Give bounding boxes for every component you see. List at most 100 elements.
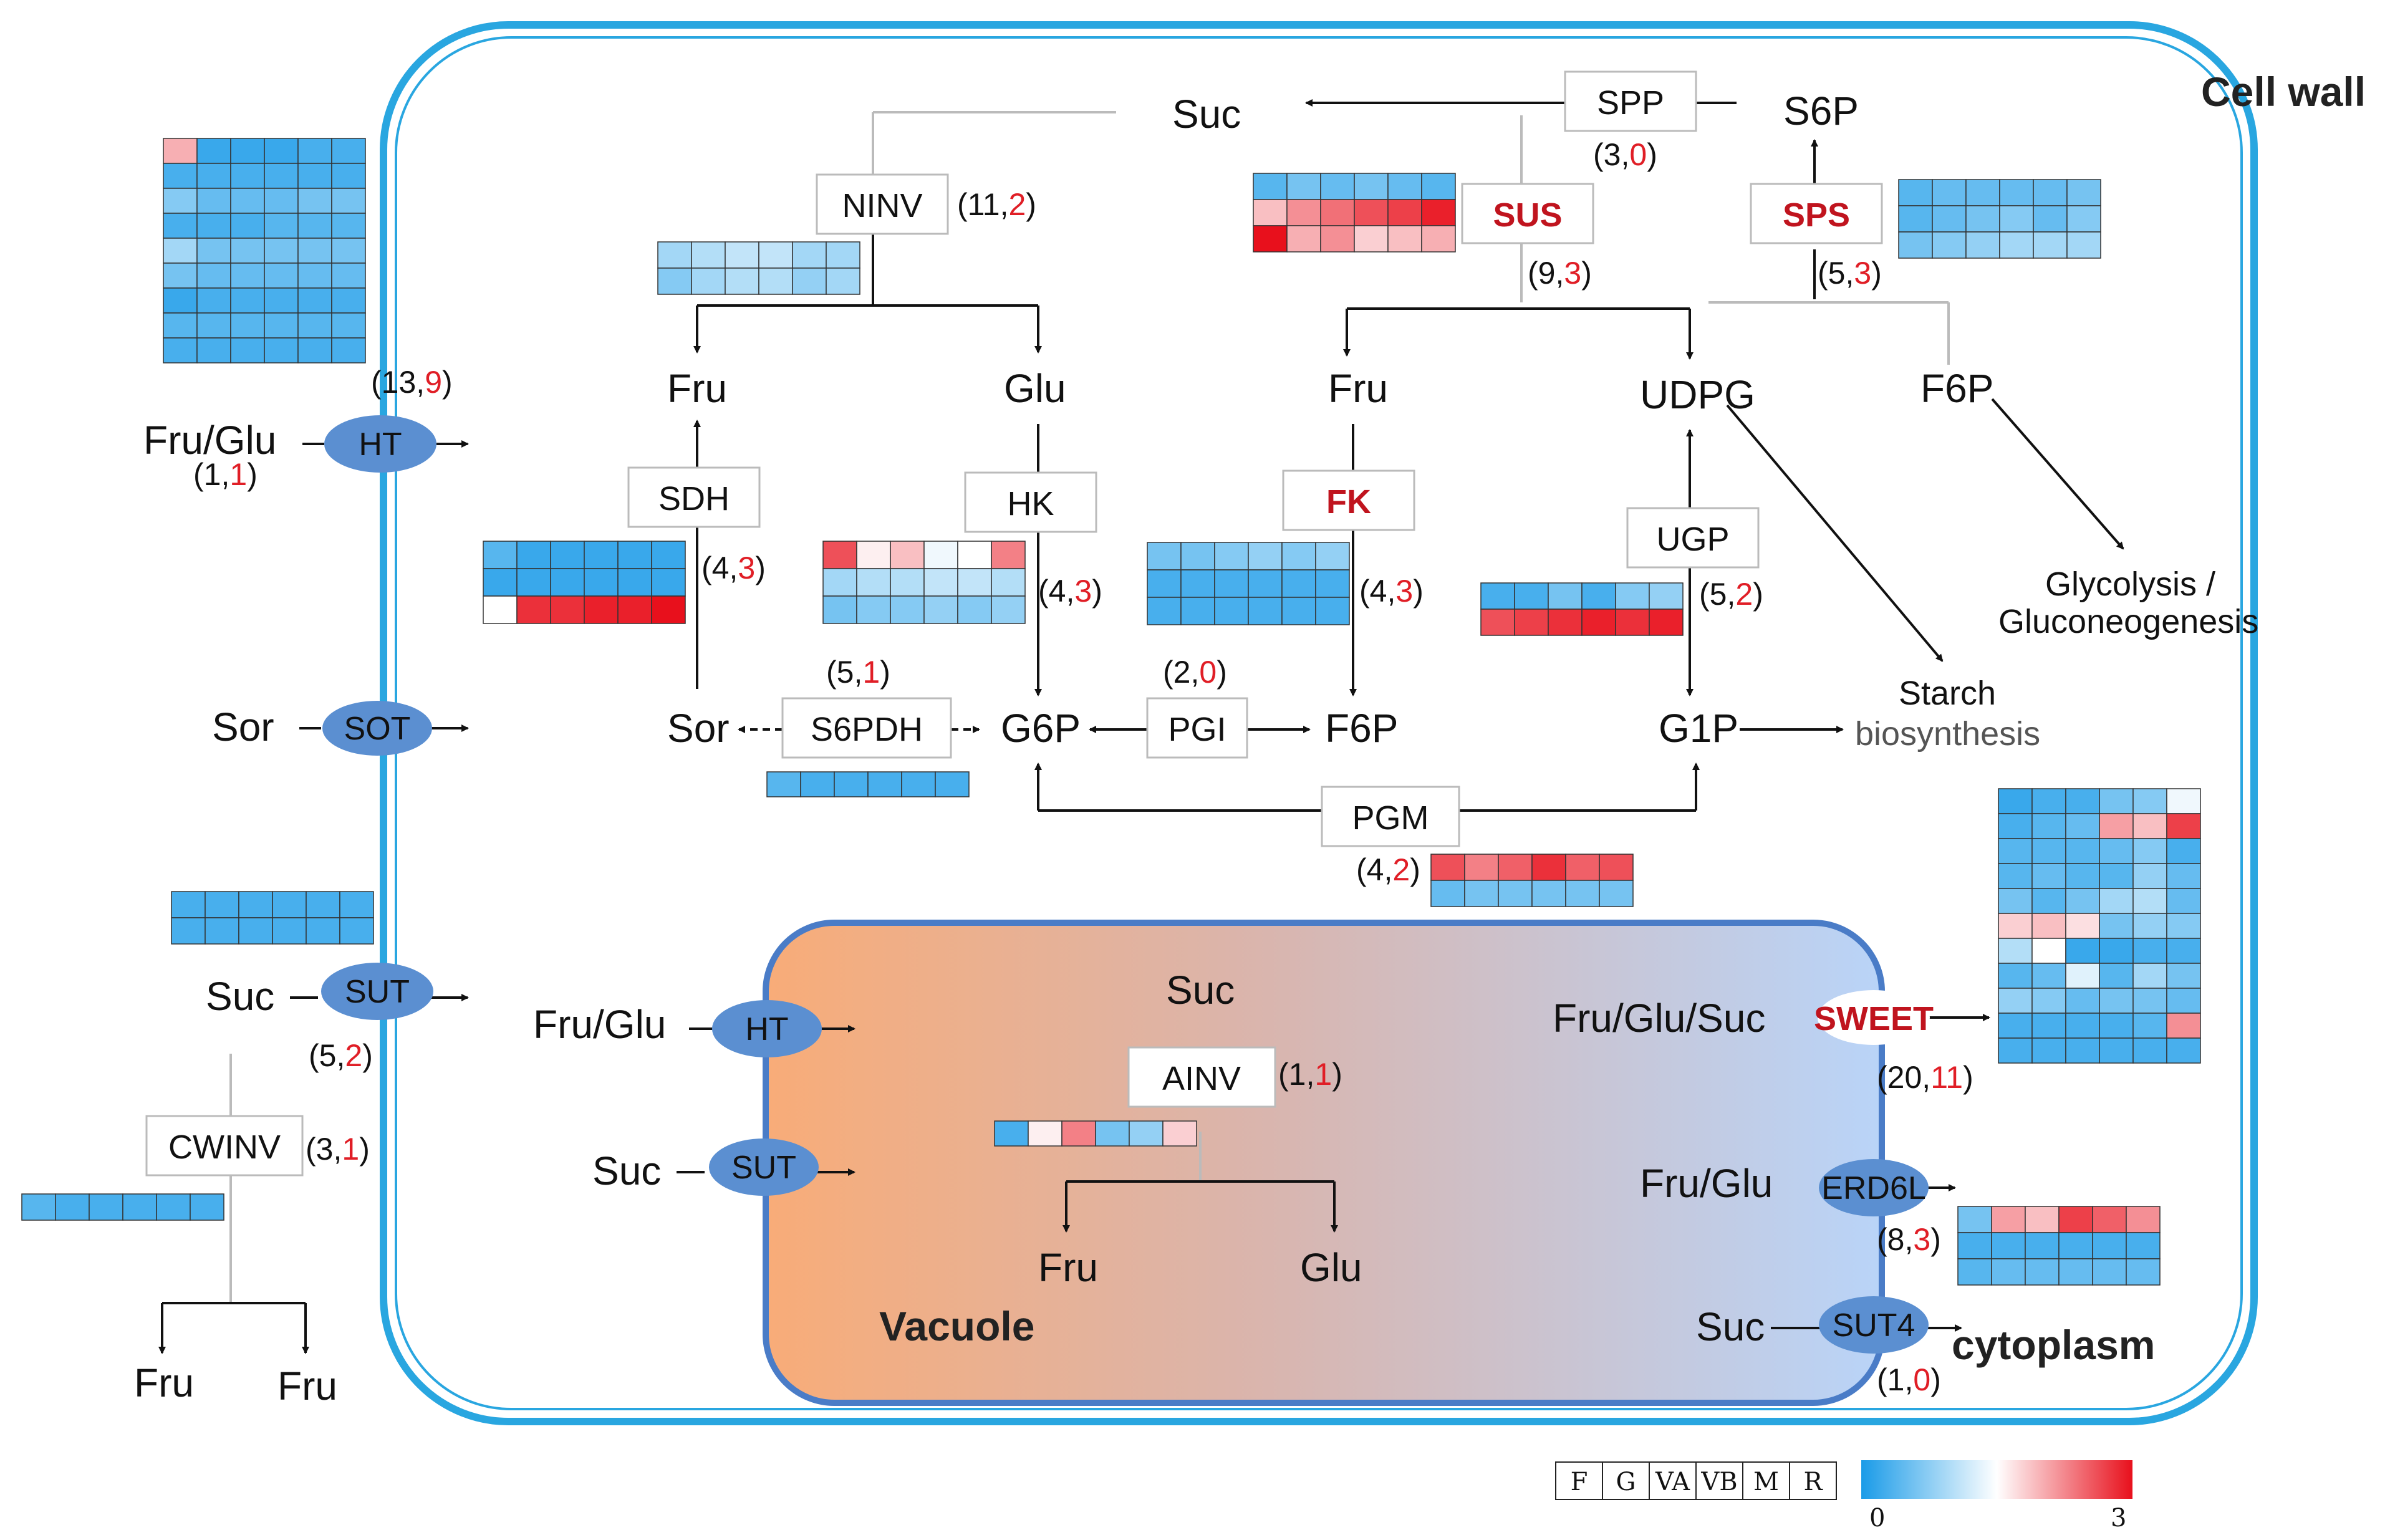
heatmap-cell: [2166, 1013, 2201, 1039]
vacuole-label: Vacuole: [879, 1303, 1034, 1349]
heatmap-cell: [238, 891, 273, 918]
heatmap-cell: [792, 267, 827, 295]
heatmap-cell: [516, 595, 551, 624]
heatmap-cell: [1999, 231, 2034, 259]
heatmap-cell: [1248, 569, 1283, 598]
heatmap-cell: [1320, 173, 1355, 200]
heatmap-cell: [2166, 788, 2201, 814]
heatmap-cell: [2065, 1013, 2100, 1039]
heatmap-cell: [1957, 1258, 1992, 1286]
heatmap-cell: [1315, 542, 1350, 570]
svg-text:HT: HT: [745, 1011, 788, 1047]
heatmap-cell: [617, 541, 652, 569]
metabolite-fru-ninv: Fru: [667, 366, 727, 411]
heatmap-cell: [331, 287, 366, 314]
heatmap-cell: [1214, 542, 1249, 570]
enzyme-sdh: SDH: [627, 466, 761, 528]
heatmap-cell: [1548, 582, 1583, 610]
legend-tissue-box: [1789, 1461, 1837, 1500]
heatmap-cell: [196, 238, 231, 264]
heatmap-cell: [1991, 1258, 2026, 1286]
heatmap-cell: [584, 595, 619, 624]
heatmap-cell: [890, 595, 925, 624]
heatmap-cell: [2031, 1037, 2066, 1064]
metabolite-fruglu-erd: Fru/Glu: [1640, 1161, 1773, 1206]
heatmap-cell: [297, 262, 332, 289]
heatmap-cell: [2132, 963, 2167, 989]
heatmap-cell: [2065, 988, 2100, 1014]
heatmap-cell: [483, 541, 518, 569]
heatmap-cell: [196, 262, 231, 289]
metabolite-fruglusuc: Fru/Glu/Suc: [1553, 996, 1765, 1041]
glycolysis-label: Glycolysis /: [2045, 565, 2215, 603]
heatmap-cell: [2065, 888, 2100, 914]
starch-label: Starch: [1899, 675, 1996, 712]
heatmap-cell: [483, 568, 518, 597]
transporter-sut4: SUT4: [1819, 1296, 1929, 1354]
heatmap-cell: [2132, 938, 2167, 964]
heatmap-cell: [1599, 880, 1634, 907]
heatmap-cell: [2132, 863, 2167, 889]
heatmap-ugp: [1480, 582, 1684, 636]
heatmap-cell: [792, 241, 827, 269]
heatmap-cell: [1320, 199, 1355, 226]
heatmap-cell: [1162, 1120, 1197, 1147]
heatmap-cell: [2092, 1206, 2127, 1233]
legend-tissue-label: G: [1616, 1468, 1636, 1496]
heatmap-cell: [584, 568, 619, 597]
heatmap-cell: [1480, 609, 1515, 636]
count-ht-cw: (1,1): [193, 457, 258, 492]
count-ugp: (5,2): [1699, 577, 1763, 612]
heatmap-cell: [238, 917, 273, 945]
legend-max: 3: [2111, 1504, 2126, 1533]
heatmap-cell: [1531, 854, 1566, 881]
metabolite-fruglu-cw: Fru/Glu: [143, 418, 276, 463]
transporter-ht-cw: HT: [324, 415, 436, 473]
heatmap-cell: [1320, 225, 1355, 253]
heatmap-cell: [2025, 1232, 2060, 1259]
legend-min: 0: [1869, 1504, 1885, 1533]
heatmap-cell: [691, 267, 726, 295]
svg-text:SUT4: SUT4: [1833, 1307, 1915, 1344]
svg-text:SOT: SOT: [344, 711, 411, 747]
heatmap-cell: [1315, 569, 1350, 598]
heatmap-cell: [617, 568, 652, 597]
heatmap-erd6l: [1957, 1206, 2161, 1286]
heatmap-cell: [1464, 854, 1499, 881]
heatmap-cell: [1999, 205, 2034, 233]
heatmap-cell: [205, 917, 239, 945]
heatmap-cell: [163, 188, 198, 214]
heatmap-cell: [1615, 582, 1650, 610]
heatmap-cell: [2132, 788, 2167, 814]
heatmap-cell: [230, 238, 265, 264]
count-hk: (4,3): [1038, 574, 1102, 609]
heatmap-cell: [1421, 199, 1456, 226]
heatmap-cell: [196, 312, 231, 339]
heatmap-cell: [331, 337, 366, 363]
heatmap-cell: [1387, 199, 1422, 226]
heatmap-cell: [935, 771, 970, 797]
heatmap-ht: [163, 138, 366, 363]
heatmap-cell: [190, 1193, 224, 1221]
heatmap-cell: [1514, 609, 1549, 636]
heatmap-cell: [230, 188, 265, 214]
heatmap-cell: [1214, 569, 1249, 598]
heatmap-cell: [2031, 913, 2066, 939]
heatmap-cell: [2132, 888, 2167, 914]
svg-text:S6PDH: S6PDH: [811, 711, 923, 748]
heatmap-cell: [1498, 880, 1533, 907]
heatmap-cell: [1480, 582, 1515, 610]
heatmap-cell: [1649, 609, 1684, 636]
heatmap-cell: [1998, 838, 2033, 864]
legend-tissue-box: [1649, 1461, 1697, 1500]
heatmap-cell: [651, 595, 686, 624]
heatmap-cell: [822, 595, 857, 624]
heatmap-ainv: [994, 1120, 1197, 1147]
cytoplasm-label: cytoplasm: [1952, 1322, 2155, 1368]
heatmap-hk: [822, 541, 1026, 624]
heatmap-cell: [994, 1120, 1029, 1147]
heatmap-cell: [1286, 225, 1321, 253]
heatmap-cell: [1464, 880, 1499, 907]
